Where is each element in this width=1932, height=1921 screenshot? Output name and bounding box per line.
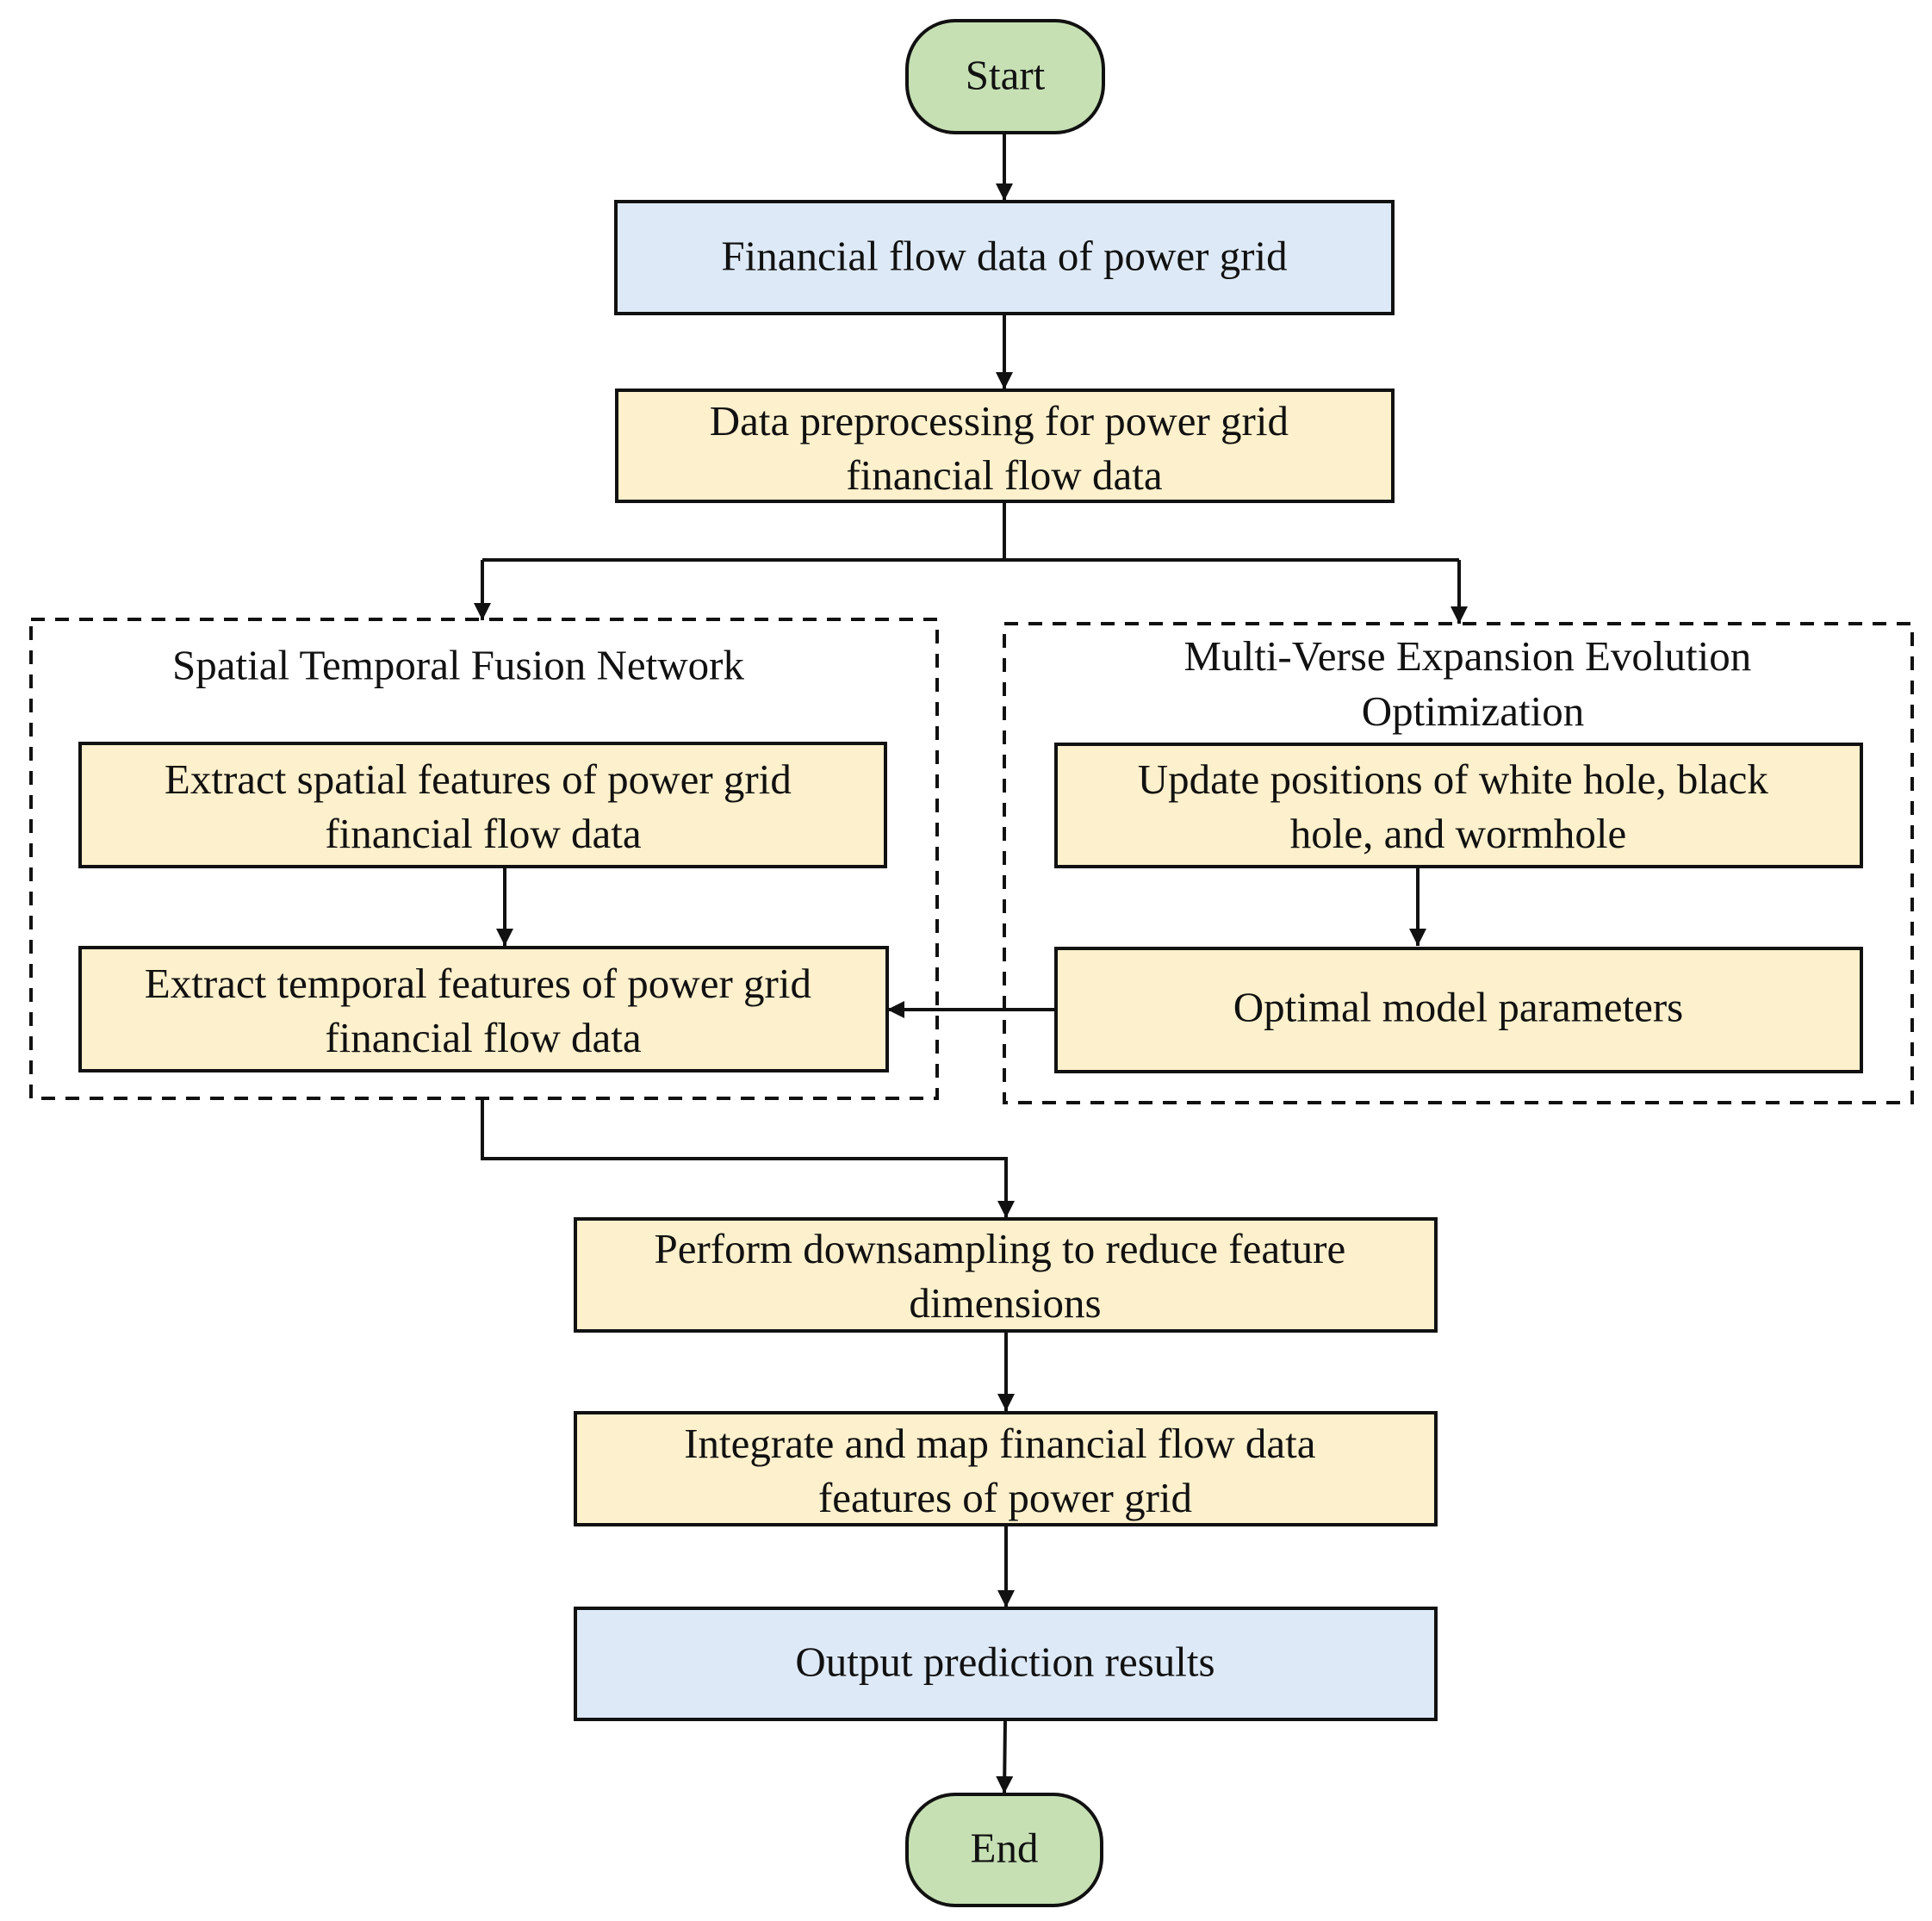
- output-label: Output prediction results: [795, 1638, 1214, 1685]
- mvo-group-border: [1003, 622, 1914, 1104]
- mvo-group-title: Multi-Verse Expansion Evolution Optimiza…: [1184, 632, 1762, 735]
- optimal-params-node: Optimal model parameters: [1054, 947, 1863, 1073]
- spatial-label: Extract spatial features of power grid f…: [165, 755, 802, 857]
- input-data-label: Financial flow data of power grid: [721, 232, 1287, 279]
- end-node: End: [905, 1793, 1103, 1907]
- end-label: End: [971, 1824, 1039, 1871]
- edge-stfn-to-downsampling: [481, 1098, 1015, 1218]
- update-positions-label: Update positions of white hole, black ho…: [1138, 755, 1779, 857]
- edge-output-to-end: [996, 1719, 1014, 1794]
- downsampling-node: Perform downsampling to reduce feature d…: [574, 1217, 1438, 1333]
- output-node: Output prediction results: [574, 1607, 1438, 1721]
- optimal-params-label: Optimal model parameters: [1233, 983, 1684, 1030]
- start-label: Start: [966, 51, 1046, 98]
- spatial-node: Extract spatial features of power grid f…: [78, 742, 887, 868]
- preprocess-label: Data preprocessing for power grid financ…: [710, 397, 1299, 499]
- downsampling-label: Perform downsampling to reduce feature d…: [654, 1225, 1356, 1327]
- stfn-group-title: Spatial Temporal Fusion Network: [172, 641, 744, 688]
- integrate-node: Integrate and map financial flow data fe…: [574, 1411, 1438, 1526]
- input-data-node: Financial flow data of power grid: [614, 200, 1395, 315]
- update-positions-node: Update positions of white hole, black ho…: [1054, 743, 1863, 868]
- temporal-node: Extract temporal features of power grid …: [78, 946, 889, 1072]
- start-node: Start: [905, 19, 1105, 134]
- integrate-label: Integrate and map financial flow data fe…: [684, 1420, 1326, 1521]
- preprocess-node: Data preprocessing for power grid financ…: [615, 389, 1395, 503]
- temporal-label: Extract temporal features of power grid …: [145, 960, 822, 1061]
